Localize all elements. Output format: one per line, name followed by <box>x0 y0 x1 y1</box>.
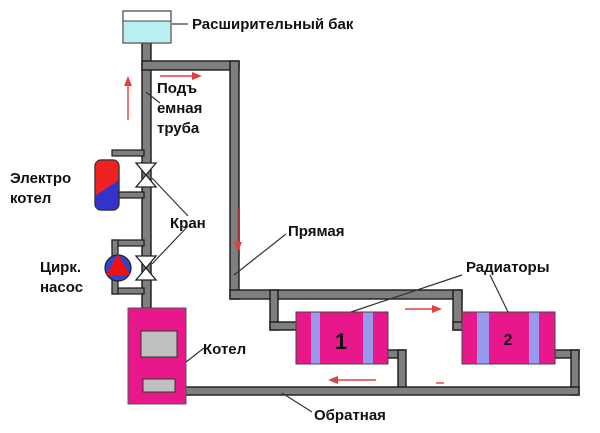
flow-arrow-top-right <box>160 72 202 80</box>
boiler-ash-pan <box>142 378 176 393</box>
radiator-2: 2 <box>461 311 556 365</box>
leader-valve-lower <box>151 225 189 265</box>
label-expansion-tank: Расширительный бак <box>192 16 354 33</box>
radiator1-return-drop <box>397 349 407 391</box>
label-pump-line2: насос <box>40 279 83 296</box>
supply-pipe <box>229 289 463 300</box>
label-return: Обратная <box>314 407 386 424</box>
top-supply-pipe <box>141 60 240 71</box>
radiator1-number: 1 <box>335 329 347 354</box>
radiator2-core <box>489 312 529 364</box>
boiler-door <box>140 330 178 358</box>
expansion-tank-water <box>124 21 170 42</box>
valve-upper <box>134 162 158 188</box>
pump-triangle <box>106 254 130 275</box>
radiator2-outline <box>461 311 556 365</box>
radiator1-core <box>320 312 363 364</box>
label-pump-line1: Цирк. <box>40 259 81 276</box>
leader-lines <box>145 23 509 413</box>
flow-arrow-return-left <box>328 376 376 384</box>
leader-radiator2 <box>489 274 509 313</box>
leader-supply <box>233 233 287 276</box>
leader-riser <box>145 91 161 104</box>
label-valve: Кран <box>170 215 206 232</box>
label-riser-line1: Подъ <box>157 80 197 97</box>
label-boiler: Котел <box>203 341 246 358</box>
main-boiler <box>127 307 187 405</box>
leader-boiler <box>185 347 205 363</box>
circulation-pump <box>104 254 132 282</box>
valve-lower <box>134 255 158 281</box>
label-electric-boiler-line1: Электро <box>10 170 71 187</box>
electric-boiler-branch-top <box>111 149 145 157</box>
downcomer-pipe <box>229 60 240 300</box>
leader-radiator1 <box>350 274 463 313</box>
electric-boiler-outline <box>94 159 120 211</box>
labels: Расширительный бак Подъ емная труба Элек… <box>10 16 550 424</box>
radiator1-outline <box>295 311 389 365</box>
radiator-1: 1 <box>295 311 389 365</box>
leader-return <box>281 392 313 413</box>
label-riser-line2: емная <box>157 100 202 117</box>
flow-arrows <box>124 72 444 384</box>
label-radiators: Радиаторы <box>466 259 550 276</box>
return-pipe <box>182 386 580 396</box>
expansion-tank <box>122 10 172 44</box>
leader-valve-upper <box>151 177 189 217</box>
label-electric-boiler-line2: котел <box>10 190 51 207</box>
flow-arrow-down <box>234 208 242 252</box>
flow-arrow-riser-up <box>124 76 132 120</box>
electric-boiler-hot-zone <box>95 160 119 196</box>
flow-arrow-supply-right <box>405 305 442 313</box>
label-supply: Прямая <box>288 223 345 240</box>
electric-boiler <box>94 159 120 211</box>
radiator2-number: 2 <box>504 332 513 349</box>
label-riser-line3: труба <box>157 120 200 137</box>
